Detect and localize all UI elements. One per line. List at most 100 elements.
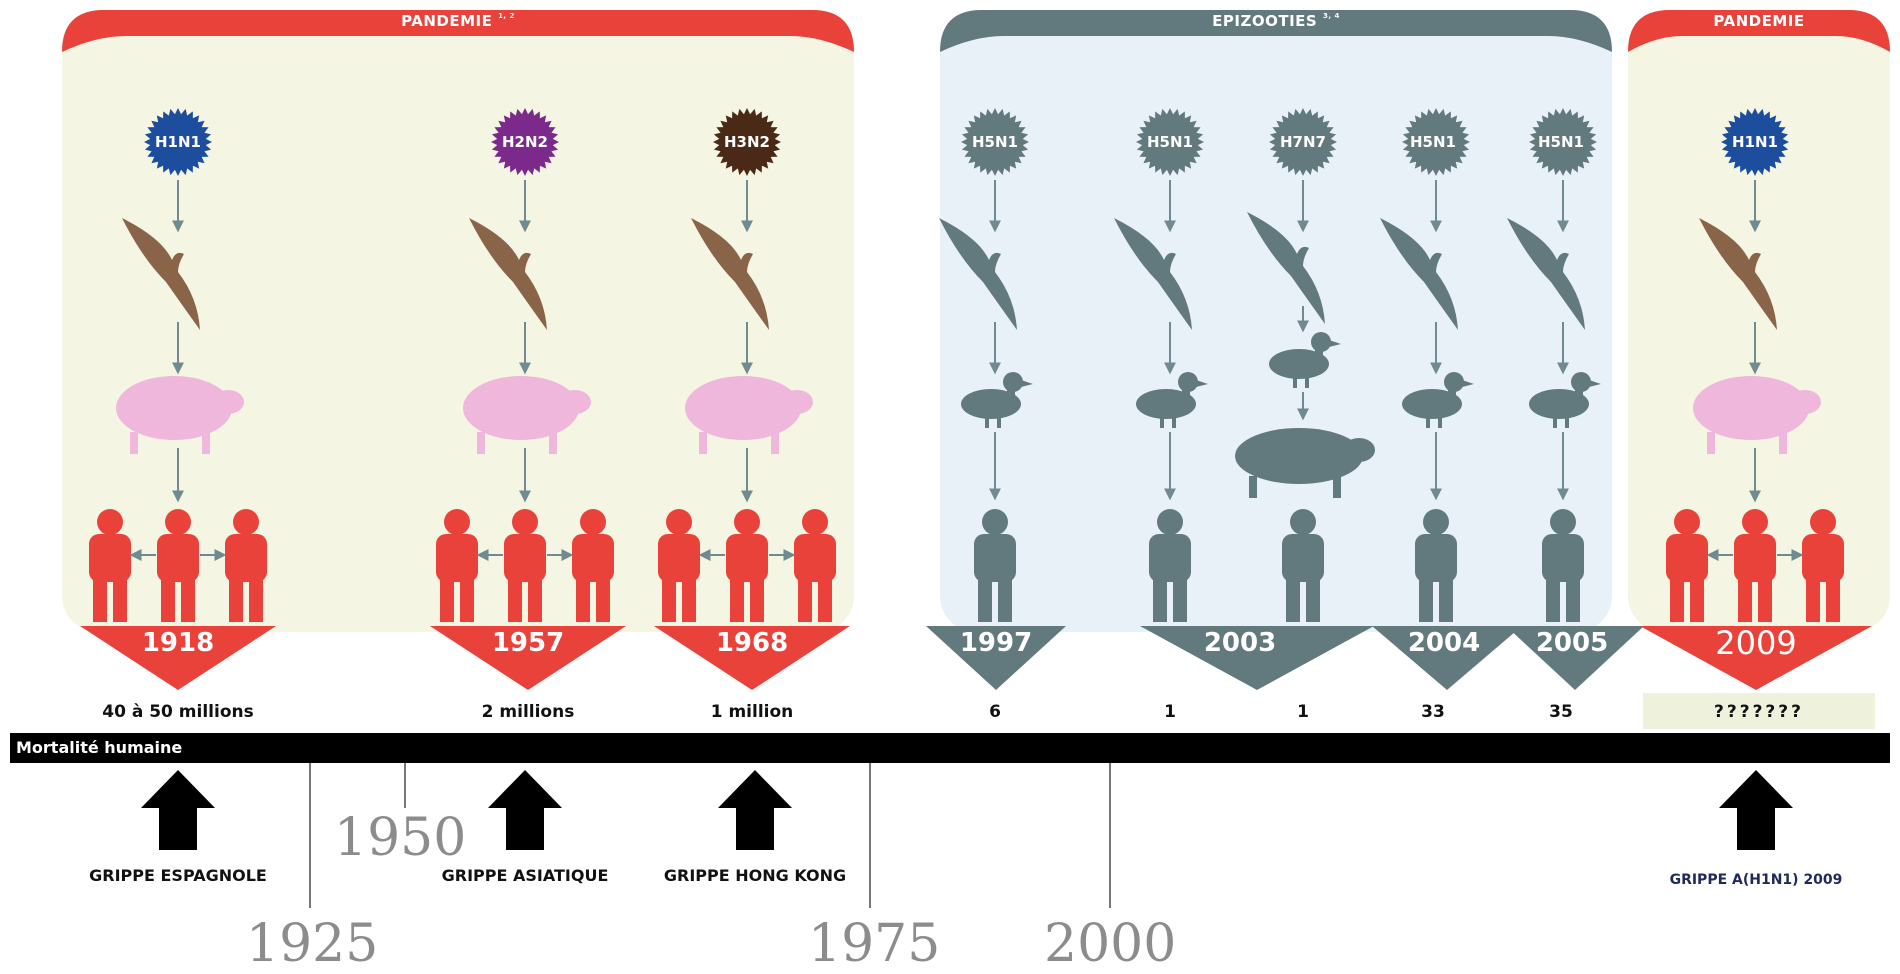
duck-leg-icon [1293,376,1297,388]
person-leg-icon [576,578,590,622]
pig-head-icon [1343,438,1375,462]
person-body-icon [89,534,131,582]
person-head-icon [165,509,191,535]
person-head-icon [444,509,470,535]
person-head-icon [512,509,538,535]
virus-icon [1136,108,1204,176]
person-leg-icon [730,578,744,622]
event-grippe-a-h1n1-2009: GRIPPE A(H1N1) 2009 [1669,872,1843,888]
virus-label-h3n2: H3N2 [724,133,770,151]
person-body-icon [504,534,546,582]
epizootic-panel-header [940,10,1612,52]
duck-beak-icon [1589,380,1601,387]
person-leg-icon [1153,578,1167,622]
person-head-icon [1423,509,1449,535]
bird-icon [1247,212,1325,324]
pig-icon [685,376,801,440]
person-head-icon [1290,509,1316,535]
year-label-2004: 2004 [1407,628,1481,658]
pig-head-icon [781,390,813,414]
mortality-2003: 1 [1164,702,1176,722]
person-body-icon [726,534,768,582]
bird-icon [1380,218,1458,330]
mortality-2003-h7n7: 1 [1297,702,1309,722]
bird-icon [469,218,547,330]
person-leg-icon [1419,578,1433,622]
year-label-2009: 2009 [1715,624,1797,662]
duck-leg-icon [1553,416,1557,428]
year-label-1957: 1957 [491,628,565,658]
mortality-2005: 35 [1549,702,1573,722]
person-leg-icon [161,578,175,622]
virus-icon [1402,108,1470,176]
event-grippe-hong-kong: GRIPPE HONG KONG [663,866,847,885]
person-head-icon [580,509,606,535]
year-label-2005: 2005 [1535,628,1609,658]
duck-icon [1402,389,1462,419]
year-label-1968: 1968 [715,628,789,658]
axis-year-1975: 1975 [808,914,941,974]
mortality-bar [10,733,1890,763]
pandemic-panel-2-header [1628,10,1890,52]
person-leg-icon [1546,578,1560,622]
year-marker-2003 [1140,626,1374,690]
bird-icon [939,218,1017,330]
virus-label-h7n7: H7N7 [1280,133,1326,151]
virus-icon [1721,108,1789,176]
pig-leg-icon [477,432,485,454]
person-body-icon [1542,534,1584,582]
pig-leg-icon [130,432,138,454]
person-leg-icon [1173,578,1187,622]
year-marker-1957 [430,626,626,690]
virus-label-h1n1-2009: H1N1 [1732,133,1778,151]
bird-icon [1507,218,1585,330]
bird-icon [691,218,769,330]
duck-neck-icon [1182,386,1190,402]
duck-beak-icon [1021,380,1033,387]
person-leg-icon [1806,578,1820,622]
person-body-icon [1802,534,1844,582]
pig-head-icon [559,390,591,414]
virus-icon [961,108,1029,176]
year-marker-2004 [1372,626,1522,690]
axis-year-1925: 1925 [246,914,379,974]
bird-icon [1699,218,1777,330]
person-body-icon [225,534,267,582]
duck-icon [961,389,1021,419]
virus-label-h5n1-2005: H5N1 [1538,133,1584,151]
epizootic-panel-bg [940,10,1612,632]
virus-icon [491,108,559,176]
person-head-icon [1674,509,1700,535]
panel-title-pandemie-1: PANDEMIE 1, 2 [62,12,854,30]
person-leg-icon [1286,578,1300,622]
person-body-icon [794,534,836,582]
person-leg-icon [798,578,812,622]
mortality-1997: 6 [989,702,1001,722]
year-label-2003: 2003 [1203,628,1277,658]
bird-icon [1114,218,1192,330]
year-marker-1968 [654,626,850,690]
virus-icon [1269,108,1337,176]
person-body-icon [1282,534,1324,582]
mortality-1957: 2 millions [481,702,575,722]
person-leg-icon [528,578,542,622]
person-leg-icon [1690,578,1704,622]
person-leg-icon [682,578,696,622]
duck-neck-icon [1007,386,1015,402]
event-grippe-espagnole: GRIPPE ESPAGNOLE [89,866,267,885]
pig-leg-icon [202,432,210,454]
duck-icon [1529,389,1589,419]
person-leg-icon [750,578,764,622]
pig-leg-icon [1249,476,1257,498]
pig-icon [1235,428,1363,484]
duck-icon [1136,389,1196,419]
person-body-icon [157,534,199,582]
person-head-icon [1742,509,1768,535]
person-leg-icon [508,578,522,622]
pig-leg-icon [1707,432,1715,454]
person-body-icon [1666,534,1708,582]
person-leg-icon [998,578,1012,622]
person-head-icon [982,509,1008,535]
